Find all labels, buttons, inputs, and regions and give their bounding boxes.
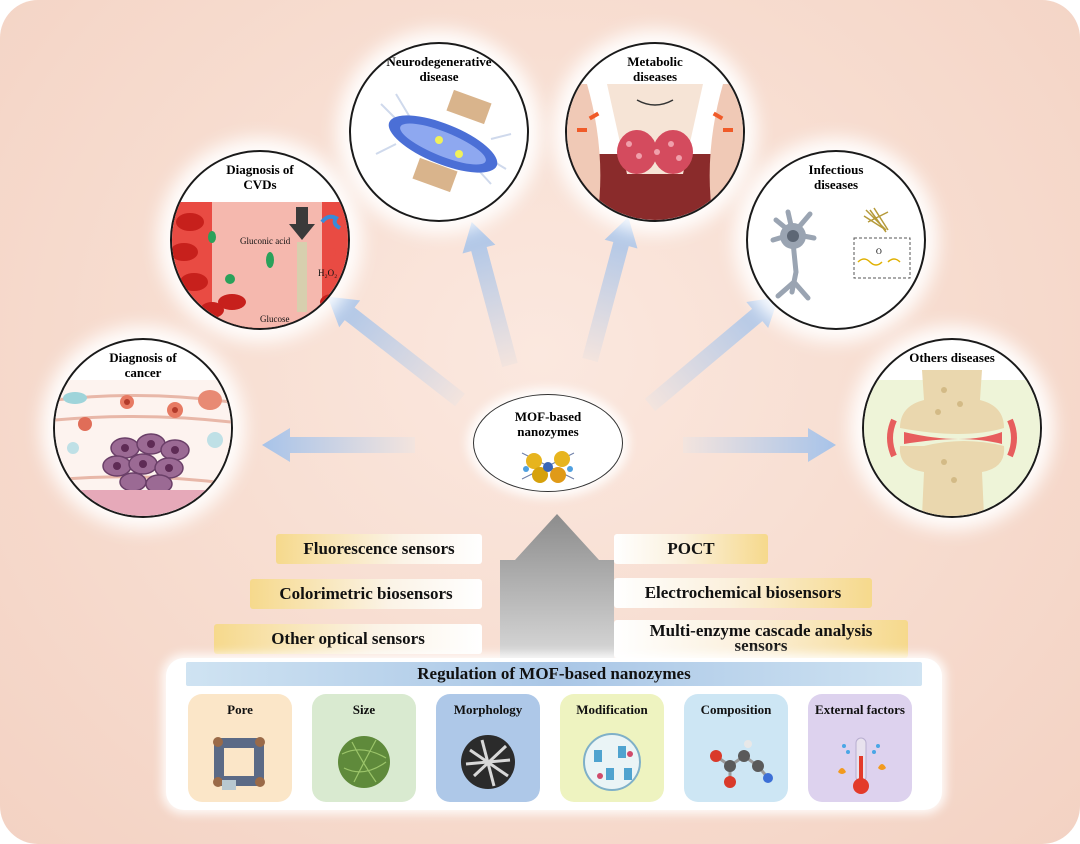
tag-fluorescence-sensors: Fluorescence sensors (276, 534, 482, 564)
center-title-1: MOF-based (514, 409, 582, 424)
cancer-title-1: Diagnosis of (109, 350, 177, 365)
tag-colorimetric-biosensors: Colorimetric biosensors (250, 579, 482, 609)
cvds-blood-vessel-illustration: Gluconic acid Glucose H₂O₂ (172, 202, 348, 328)
arrow-to-infectious (644, 297, 779, 412)
cancer-tissue-illustration (55, 380, 231, 516)
size-sphere-icon (338, 736, 390, 788)
modification-lattice-icon (583, 733, 641, 791)
neuro-protein-illustration (375, 89, 512, 193)
mof-crystal-icon (521, 451, 575, 483)
neuro-title-1: Neurodegenerative (386, 54, 492, 69)
factor-label-size: Size (352, 702, 376, 717)
factor-card-pore: Pore (188, 694, 292, 802)
regulation-panel: Regulation of MOF-based nanozymes Pore S… (166, 658, 942, 810)
arrow-to-metabolic (582, 217, 638, 363)
cancer-title-2: cancer (124, 365, 162, 380)
factor-card-composition: Composition (684, 694, 788, 802)
disease-others: Others diseases (862, 338, 1042, 518)
arrow-to-cvds (327, 296, 465, 407)
cvds-glucose-label: Glucose (260, 314, 290, 324)
morphology-sem-icon (461, 735, 515, 789)
tag-electrochemical-biosensors: Electrochemical biosensors (614, 578, 872, 608)
multi-enzyme-line2: sensors (734, 636, 788, 655)
thermometer-icon (838, 737, 886, 794)
big-up-arrow (500, 514, 614, 660)
infectious-neuron-illustration: O (770, 207, 911, 301)
factor-card-morphology: Morphology (436, 694, 540, 802)
factor-card-modification: Modification (560, 694, 664, 802)
composition-molecule-icon (710, 740, 773, 788)
infectious-title-1: Infectious (808, 162, 864, 177)
neuro-title-2: disease (419, 69, 459, 84)
multi-enzyme-line1: Multi-enzyme cascade analysis (649, 621, 873, 640)
arrow-to-neuro (462, 222, 518, 368)
infectious-title-2: diseases (813, 177, 859, 192)
center-title-2: nanozymes (517, 424, 579, 439)
metabolic-thyroid-illustration (567, 84, 743, 220)
factor-label-morphology: Morphology (453, 702, 523, 717)
factor-card-external: External factors (808, 694, 912, 802)
factor-label-external: External factors (815, 702, 905, 717)
tag-poct: POCT (614, 534, 768, 564)
others-joint-illustration (864, 370, 1040, 516)
factor-label-composition: Composition (700, 702, 772, 717)
tag-other-optical-sensors: Other optical sensors (214, 624, 482, 654)
cvds-gluconic-label: Gluconic acid (240, 236, 291, 246)
cvds-title-1: Diagnosis of (226, 162, 294, 177)
cvds-h2o2-label: H₂O₂ (318, 268, 337, 278)
regulation-title: Regulation of MOF-based nanozymes (186, 662, 922, 686)
cvds-title-2: CVDs (243, 177, 277, 192)
arrow-to-others (683, 428, 836, 462)
pore-structure-icon (213, 737, 265, 790)
factor-label-modification: Modification (576, 702, 648, 717)
arrow-to-cancer (262, 428, 415, 462)
others-title: Others diseases (909, 350, 995, 365)
metabolic-title-2: diseases (632, 69, 678, 84)
svg-text:O: O (876, 247, 882, 256)
factor-card-size: Size (312, 694, 416, 802)
factor-label-pore: Pore (227, 702, 253, 717)
metabolic-title-1: Metabolic (627, 54, 683, 69)
